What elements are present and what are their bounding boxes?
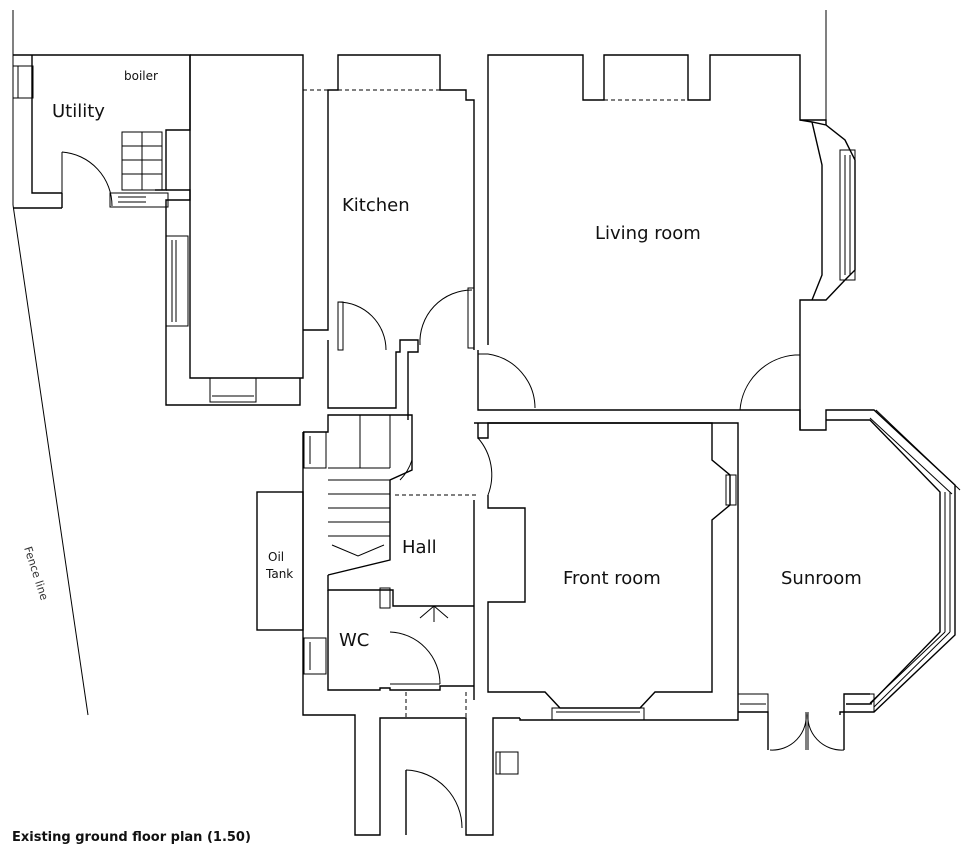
wc-label: WC [339, 630, 369, 651]
site-boundary [12, 10, 827, 716]
utility-walls [12, 54, 191, 209]
fence-line-label: Fence line [21, 545, 51, 602]
porch-walls [405, 751, 519, 835]
front-room-walls [474, 422, 739, 721]
utility-label: Utility [52, 101, 105, 122]
sunroom-label: Sunroom [781, 568, 862, 589]
living-room-walls [477, 54, 856, 430]
kitchen-label: Kitchen [342, 195, 410, 216]
front-window [551, 707, 645, 721]
front-room-label: Front room [563, 568, 661, 589]
wc-walls [302, 432, 520, 836]
bay-window [839, 149, 856, 281]
oil-tank-label-line2: Tank [265, 567, 293, 581]
living-room-label: Living room [595, 223, 701, 244]
hall-label: Hall [402, 537, 437, 558]
boiler-label: boiler [124, 69, 158, 83]
plan-caption: Existing ground floor plan (1.50) [12, 830, 251, 845]
oil-tank-label-line1: Oil [268, 550, 284, 564]
hall-stairs [303, 414, 478, 700]
sunroom-walls [737, 354, 961, 751]
utility-window [12, 65, 34, 99]
kitchen-walls [165, 54, 475, 420]
side-window [165, 235, 189, 327]
